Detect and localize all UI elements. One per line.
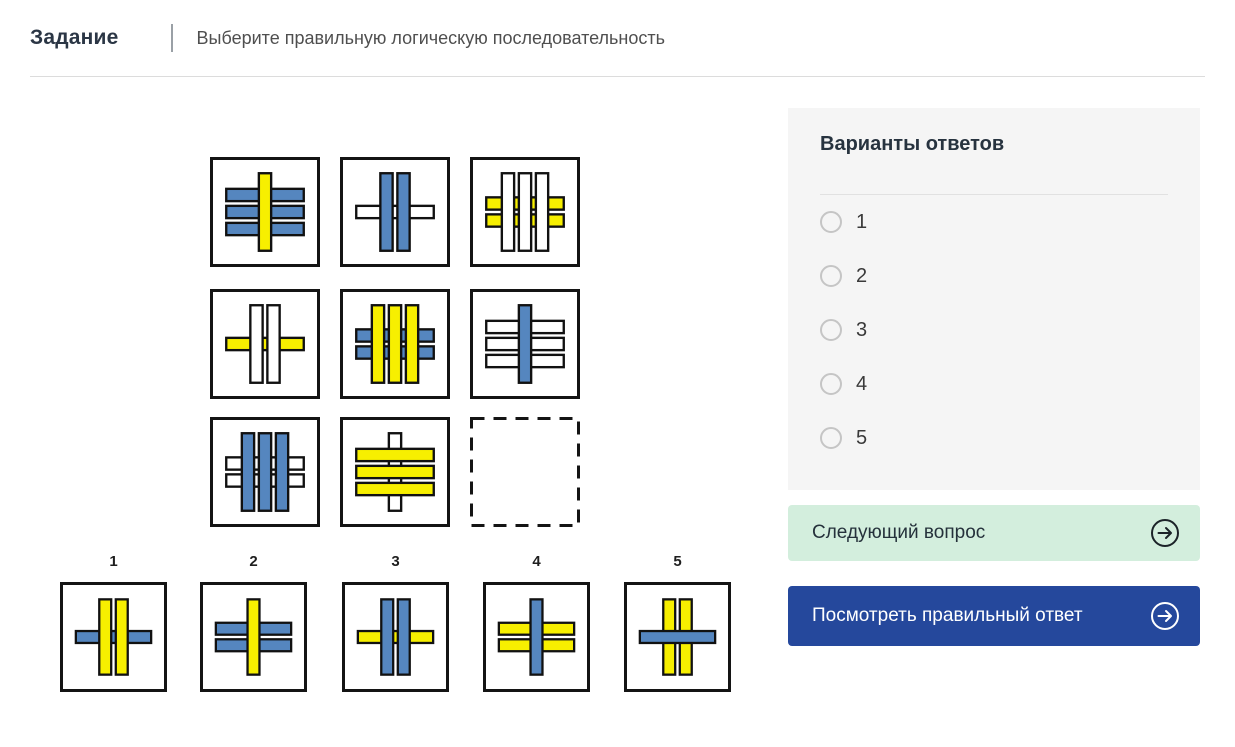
radio-option-4[interactable]: 4 bbox=[820, 357, 1168, 411]
puzzle-cell-2 bbox=[340, 157, 450, 267]
answer-figure-label-3: 3 bbox=[391, 553, 400, 570]
radio-option-5[interactable]: 5 bbox=[820, 411, 1168, 465]
radio-option-label: 1 bbox=[856, 210, 868, 233]
puzzle-cell-6 bbox=[470, 289, 580, 399]
answer-figure-3 bbox=[342, 582, 449, 692]
radio-option-1[interactable]: 1 bbox=[820, 195, 1168, 249]
puzzle-cell-5 bbox=[340, 289, 450, 399]
circled-right-arrow-icon bbox=[1151, 519, 1179, 547]
answer-figure-1 bbox=[60, 582, 167, 692]
radio-option-label: 5 bbox=[856, 426, 868, 449]
page-title: Задание bbox=[30, 26, 119, 49]
answer-figure-4 bbox=[483, 582, 590, 692]
radio-option-label: 2 bbox=[856, 264, 868, 287]
radio-option-label: 3 bbox=[856, 318, 868, 341]
puzzle-cell-empty bbox=[470, 417, 580, 527]
answer-figure-label-5: 5 bbox=[673, 553, 682, 570]
next-question-label: Следующий вопрос bbox=[812, 522, 986, 543]
answers-panel: Варианты ответов 1 2 3 4 5 bbox=[788, 108, 1200, 490]
answer-figure-label-2: 2 bbox=[249, 553, 258, 570]
radio-circle-icon bbox=[820, 265, 842, 287]
puzzle-cell-3 bbox=[470, 157, 580, 267]
answer-figure-label-1: 1 bbox=[109, 553, 118, 570]
answer-figure-2 bbox=[200, 582, 307, 692]
task-subtitle: Выберите правильную логическую последова… bbox=[196, 27, 665, 48]
radio-option-2[interactable]: 2 bbox=[820, 249, 1168, 303]
answer-figure-5 bbox=[624, 582, 731, 692]
task-header: Задание Выберите правильную логическую п… bbox=[30, 0, 665, 76]
puzzle-cell-1 bbox=[210, 157, 320, 267]
radio-circle-icon bbox=[820, 373, 842, 395]
radio-option-3[interactable]: 3 bbox=[820, 303, 1168, 357]
circled-right-arrow-icon bbox=[1151, 602, 1179, 630]
header-separator bbox=[170, 24, 173, 52]
puzzle-cell-8 bbox=[340, 417, 450, 527]
answers-panel-title: Варианты ответов bbox=[820, 133, 1005, 155]
radio-circle-icon bbox=[820, 427, 842, 449]
header-divider bbox=[30, 76, 1205, 77]
answer-figure-label-4: 4 bbox=[532, 553, 541, 570]
answers-panel-divider bbox=[820, 194, 1168, 195]
radio-list: 1 2 3 4 5 bbox=[820, 195, 1168, 465]
show-answer-button[interactable]: Посмотреть правильный ответ bbox=[788, 586, 1200, 646]
show-answer-label: Посмотреть правильный ответ bbox=[812, 605, 1083, 626]
puzzle-cell-4 bbox=[210, 289, 320, 399]
puzzle-cell-7 bbox=[210, 417, 320, 527]
radio-circle-icon bbox=[820, 319, 842, 341]
radio-option-label: 4 bbox=[856, 372, 868, 395]
next-question-button[interactable]: Следующий вопрос bbox=[788, 505, 1200, 561]
radio-circle-icon bbox=[820, 211, 842, 233]
